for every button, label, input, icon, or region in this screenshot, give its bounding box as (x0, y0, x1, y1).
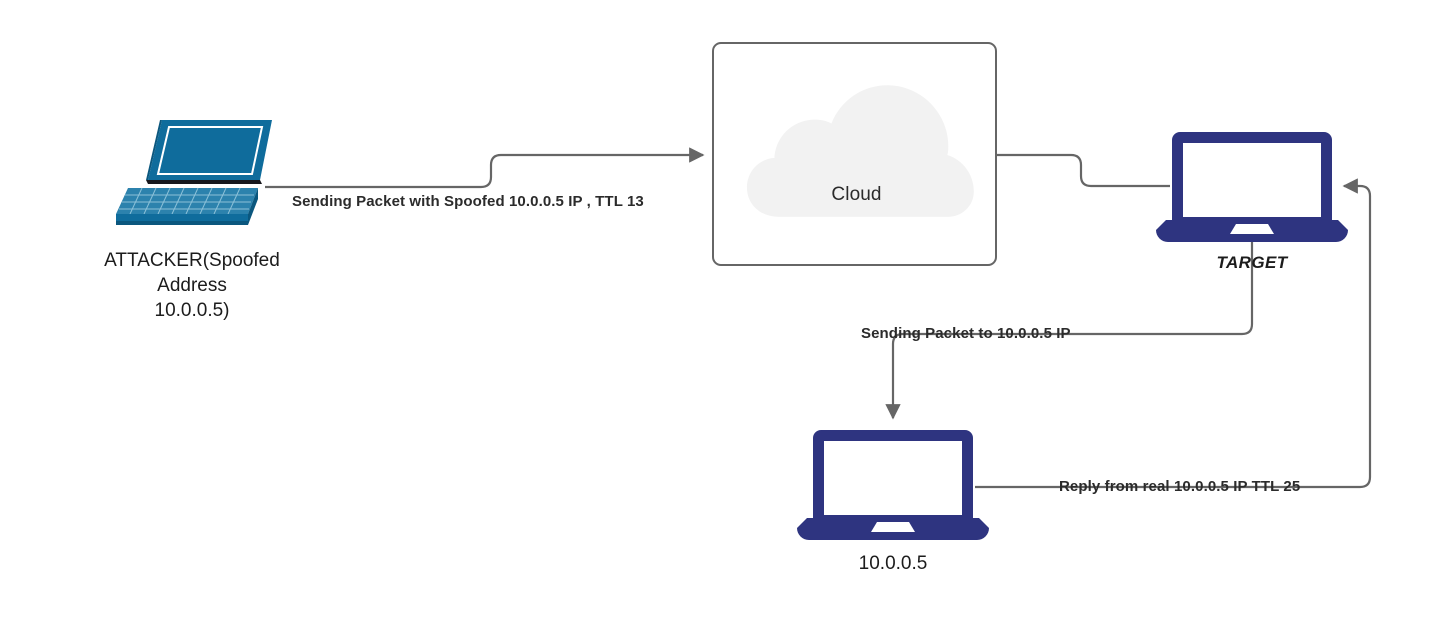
edge-label-target-to-victim: Sending Packet to 10.0.0.5 IP (861, 325, 1071, 342)
attacker-node[interactable] (100, 118, 280, 228)
edge-label-attacker-to-cloud: Sending Packet with Spoofed 10.0.0.5 IP … (292, 193, 644, 210)
target-node[interactable] (1152, 124, 1352, 248)
edge-cloud-to-target (997, 153, 1170, 188)
edge-target-to-victim (885, 238, 1254, 420)
attacker-label-line-2: Address (157, 275, 227, 296)
edge-label-victim-to-target: Reply from real 10.0.0.5 IP TTL 25 (1059, 478, 1301, 495)
victim-label: 10.0.0.5 (858, 553, 928, 574)
laptop-icon (1156, 132, 1348, 242)
laptop-icon (797, 430, 989, 540)
edge-attacker-to-cloud (265, 147, 705, 189)
edge-victim-to-target (975, 178, 1372, 489)
attacker-label-line-3: 10.0.0.5) (154, 300, 230, 321)
attacker-label-line-1: ATTACKER(Spoofed (104, 250, 280, 271)
cloud-label: Cloud (831, 184, 882, 205)
target-label: TARGET (1216, 253, 1288, 272)
isometric-laptop-icon (116, 120, 272, 225)
attacker-label: ATTACKER(Spoofed Address 10.0.0.5) (48, 248, 336, 323)
victim-node[interactable] (793, 422, 993, 546)
cloud-icon (746, 85, 974, 217)
cloud-container[interactable]: Cloud (712, 42, 997, 266)
